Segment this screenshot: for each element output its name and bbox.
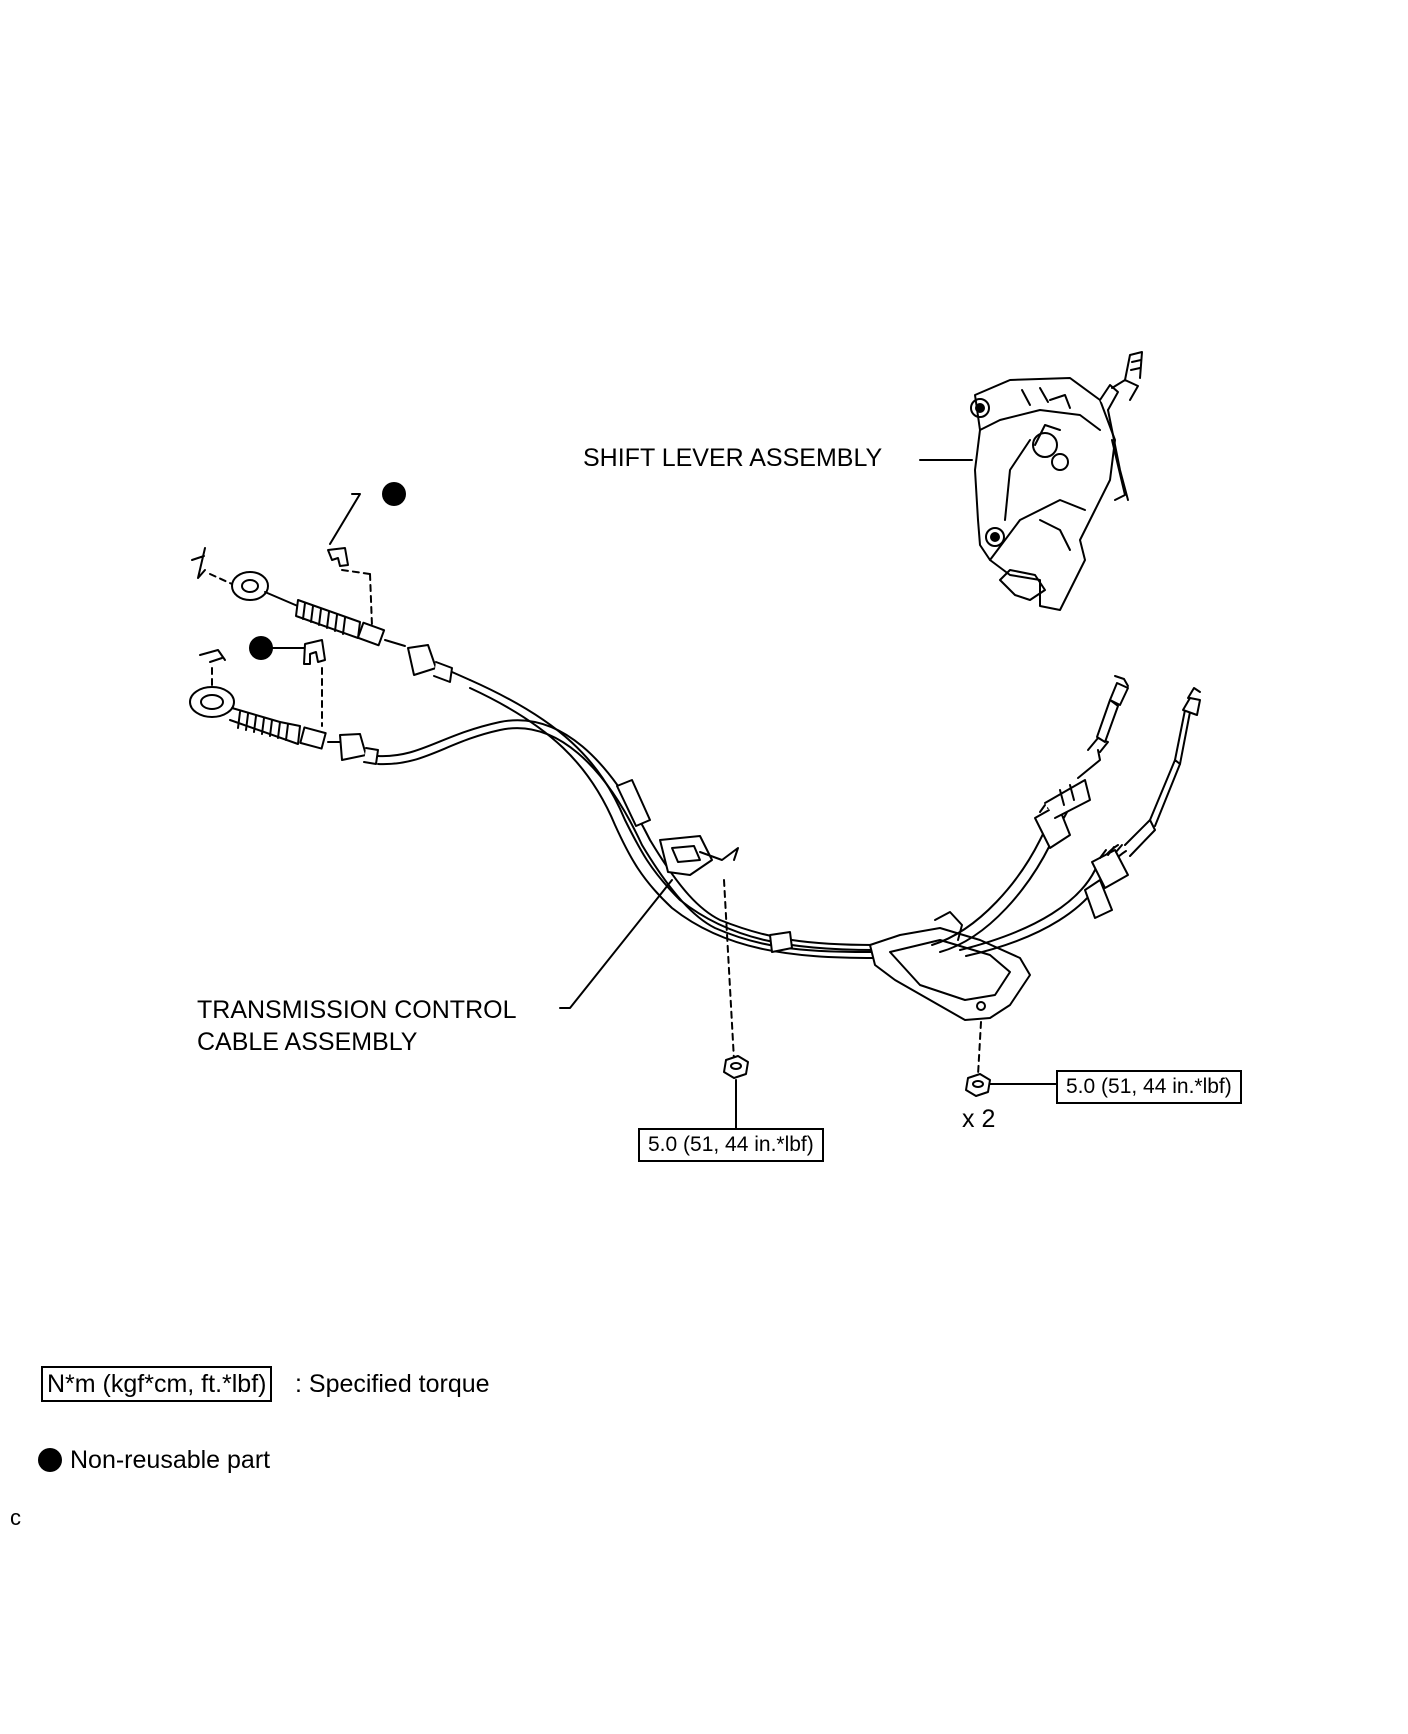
legend-torque-desc: : Specified torque <box>295 1370 490 1398</box>
figure-code: c <box>10 1505 21 1530</box>
lower-cable-end <box>189 649 379 765</box>
cable-runs <box>377 679 876 959</box>
torque-spec-center: 5.0 (51, 44 in.*lbf) <box>638 1128 824 1162</box>
cable-assembly-leader <box>559 879 673 1009</box>
cable-assembly-label-line2: CABLE ASSEMBLY <box>197 1028 418 1056</box>
transmission-side-cables <box>931 675 1201 957</box>
shift-lever-label: SHIFT LEVER ASSEMBLY <box>583 444 883 472</box>
lower-clip <box>271 639 326 727</box>
upper-clip <box>327 493 373 627</box>
nut-right <box>965 1073 1061 1097</box>
nonreusable-marker-upper <box>382 482 406 506</box>
legend-torque-unit-box: N*m (kgf*cm, ft.*lbf) <box>41 1366 273 1402</box>
shift-lever-assembly <box>970 351 1143 611</box>
quantity-label: x 2 <box>962 1105 996 1133</box>
nonreusable-marker-lower <box>249 636 273 660</box>
legend-nonreusable-dot <box>38 1448 62 1472</box>
torque-spec-right: 5.0 (51, 44 in.*lbf) <box>1056 1070 1242 1104</box>
cable-clamp <box>659 835 739 1061</box>
upper-cable-end <box>191 547 471 683</box>
cable-assembly-label-line1: TRANSMISSION CONTROL <box>197 996 517 1024</box>
legend-nonreusable-desc: Non-reusable part <box>70 1446 271 1474</box>
